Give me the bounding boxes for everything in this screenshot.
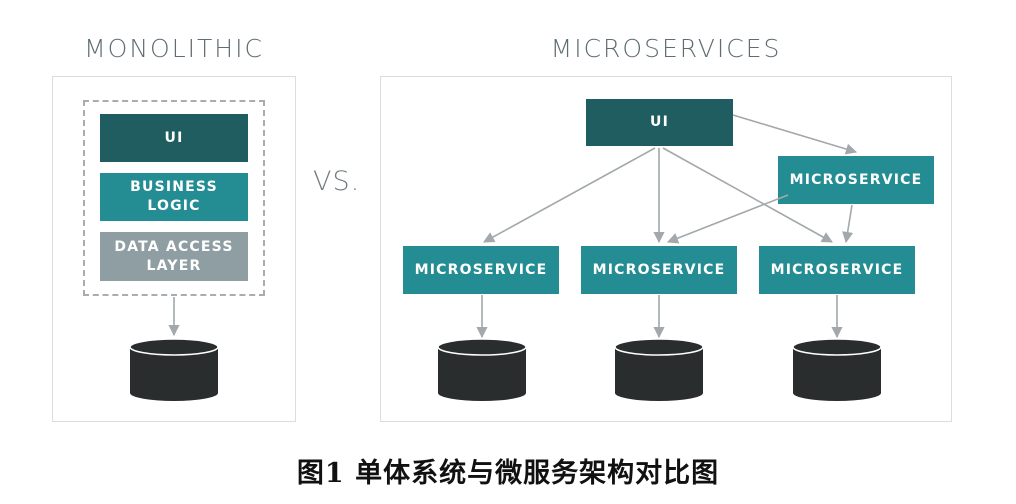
database-monolith-icon [129,338,219,401]
arrow-ui-to-ms-left [483,147,656,243]
microservice-box-left: MICROSERVICE [403,246,559,294]
monolith-business-logic-layer: BUSINESS LOGIC [100,173,248,221]
microservice-box-middle: MICROSERVICE [581,246,737,294]
microservice-label: MICROSERVICE [770,261,904,278]
arrow-ui-to-ms-top [732,114,858,155]
figure-caption: 图1 单体系统与微服务架构对比图 [296,458,720,489]
microservices-ui-box: UI [586,99,733,146]
arrow-ms-top-to-ms-right [842,204,854,244]
database-ms-left-icon [437,338,527,401]
microservices-ui-label: UI [650,114,669,130]
monolith-business-logic-label: BUSINESS LOGIC [130,179,218,214]
monolithic-title: MONOLITHIC [84,34,264,63]
monolith-ui-layer: UI [100,114,248,162]
vs-label: VS. [313,166,361,197]
monolith-data-access-layer: DATA ACCESS LAYER [100,232,248,281]
database-ms-middle-icon [614,338,704,401]
monolith-container [83,100,265,296]
microservice-box-right: MICROSERVICE [759,246,915,294]
monolith-ui-label: UI [164,129,184,146]
microservice-label: MICROSERVICE [592,261,726,278]
microservice-label: MICROSERVICE [414,261,548,278]
microservice-box-top: MICROSERVICE [778,156,934,204]
arrow-ui-to-ms-right [662,147,833,243]
arrow-ms-top-to-ms-middle [666,194,789,244]
microservice-label: MICROSERVICE [789,171,923,188]
monolith-data-access-label: DATA ACCESS LAYER [114,238,234,274]
microservices-title: MICROSERVICES [550,34,782,63]
database-ms-right-icon [792,338,882,401]
